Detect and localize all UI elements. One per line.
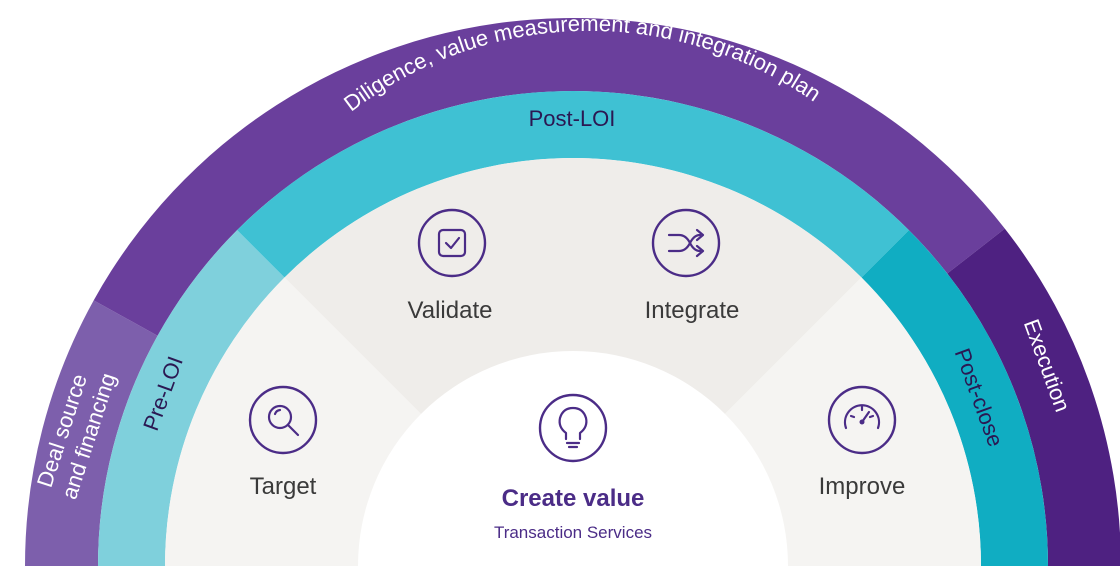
gauge-icon	[827, 385, 897, 455]
merge-arrows-icon	[651, 208, 721, 278]
segment-label-target: Target	[250, 473, 317, 500]
checkbox-icon	[417, 208, 487, 278]
middle-ring-segment-top	[237, 91, 909, 278]
middle-ring-segment-right	[861, 230, 1048, 567]
post-loi-label: Post-LOI	[529, 106, 616, 131]
outer-ring-segment-left	[25, 300, 158, 566]
center-disc	[358, 351, 788, 566]
magnifier-icon	[248, 385, 318, 455]
segment-label-improve: Improve	[819, 473, 906, 500]
lightbulb-icon	[538, 393, 608, 463]
middle-ring-segment-left	[98, 230, 285, 567]
segment-label-validate: Validate	[408, 297, 493, 324]
center-subtitle: Transaction Services	[494, 523, 652, 542]
outer-ring-segment-top	[93, 18, 1005, 336]
center-title: Create value	[502, 485, 645, 512]
outer-ring-segment-right	[947, 228, 1120, 566]
segment-label-integrate: Integrate	[645, 297, 740, 324]
